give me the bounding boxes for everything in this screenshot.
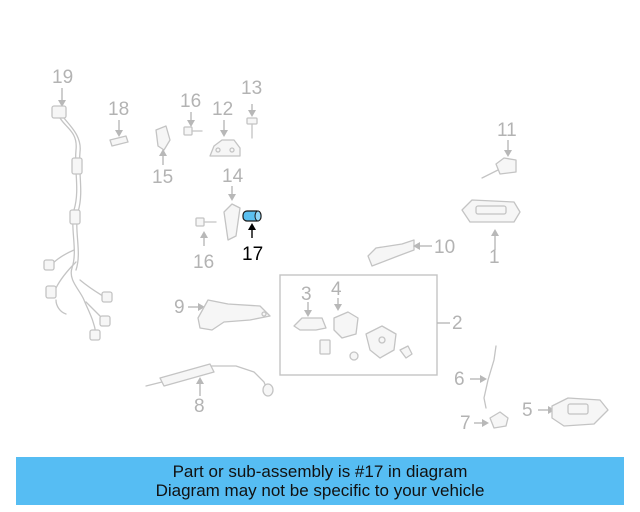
part-8-cable — [145, 363, 274, 397]
part-10-trim-strip — [367, 239, 432, 267]
callout-18: 18 — [108, 99, 130, 120]
callout-13: 13 — [241, 78, 263, 99]
callout-16-lower: 16 — [193, 252, 215, 273]
part-14-lever — [223, 186, 241, 241]
callout-7: 7 — [460, 413, 471, 434]
callout-11: 11 — [497, 120, 517, 141]
part-5-actuator — [538, 397, 609, 427]
callout-6: 6 — [454, 369, 465, 390]
part-18-pin — [109, 120, 129, 147]
part-12-bracket — [209, 120, 241, 157]
callout-5: 5 — [522, 400, 533, 421]
part-16-bolt-upper — [183, 112, 203, 136]
callout-4: 4 — [331, 279, 342, 300]
part-15-bracket — [155, 125, 171, 165]
callout-15: 15 — [152, 167, 174, 188]
part-2-latch-assembly — [279, 274, 450, 376]
callout-16-upper: 16 — [180, 91, 202, 112]
part-11-sensor — [481, 140, 517, 179]
part-19-wiring-harness — [43, 88, 113, 341]
callout-9: 9 — [174, 297, 185, 318]
part-1-handle-housing — [461, 199, 521, 250]
callout-19: 19 — [52, 67, 74, 88]
callout-10: 10 — [434, 237, 456, 258]
part-17-bushing — [242, 210, 262, 238]
callout-2: 2 — [452, 313, 463, 334]
part-6-rod — [470, 345, 497, 409]
part-13-bolt — [246, 104, 258, 139]
callout-3: 3 — [301, 284, 312, 305]
callout-1: 1 — [489, 247, 500, 268]
banner-line-part: Part or sub-assembly is #17 in diagram — [172, 462, 468, 481]
banner-line-disclaimer: Diagram may not be specific to your vehi… — [155, 481, 485, 500]
callout-8: 8 — [194, 396, 205, 417]
part-16-bolt-lower — [195, 217, 217, 246]
callout-14: 14 — [222, 166, 244, 187]
part-7-clip — [474, 411, 509, 429]
callout-12: 12 — [212, 99, 234, 120]
callout-17: 17 — [242, 244, 264, 265]
part-9-bracket — [188, 299, 271, 331]
info-banner: Part or sub-assembly is #17 in diagram D… — [16, 457, 624, 505]
